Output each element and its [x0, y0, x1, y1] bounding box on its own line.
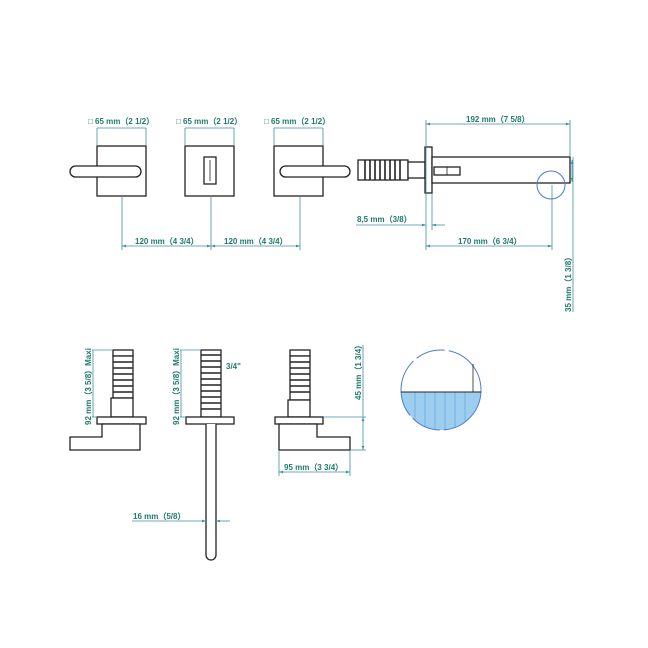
right-handle-top-view: [273, 145, 351, 197]
spout-side-view: [357, 146, 571, 200]
plate-left-dimension: □ 65 mm（2 1/2）: [88, 116, 154, 126]
spout-dimensions: 192 mm（7 5/8） 8,5 mm（3/8） 170 mm（6 3/4） …: [356, 114, 574, 312]
spout-outlet-detail: [400, 349, 482, 431]
center-spout-plate-top-view: [184, 145, 235, 197]
spout-body-side-view: [185, 349, 235, 561]
rod-diameter-dimension: 16 mm（5/8）: [133, 511, 185, 521]
right-handle-side-view: [274, 349, 351, 451]
right-height-dimension: 45 mm（1 3/4）: [353, 341, 363, 400]
left-handle-side-view: [69, 349, 147, 451]
flange-thickness-dimension: 8,5 mm（3/8）: [357, 214, 412, 224]
spout-length-dimension: 192 mm（7 5/8）: [466, 114, 530, 124]
spout-projection-dimension: 170 mm（6 3/4）: [458, 236, 522, 246]
spacing-right-dimension: 120 mm（4 3/4）: [224, 236, 288, 246]
center-depth-dimension: 92 mm（3 5/8）Maxi: [171, 348, 181, 425]
thread-size-label: 3/4": [226, 362, 241, 371]
left-depth-dimension: 92 mm（3 5/8）Maxi: [83, 348, 93, 425]
top-dimensions: □ 65 mm（2 1/2） □ 65 mm（2 1/2） □ 65 mm（2 …: [88, 116, 330, 250]
spacing-left-dimension: 120 mm（4 3/4）: [135, 236, 199, 246]
plate-right-dimension: □ 65 mm（2 1/2）: [264, 116, 330, 126]
spout-height-dimension: 35 mm（1 3/8）: [563, 253, 573, 312]
left-handle-top-view: [69, 145, 147, 197]
plate-center-dimension: □ 65 mm（2 1/2）: [176, 116, 242, 126]
side-dimensions: 92 mm（3 5/8）Maxi 92 mm（3 5/8）Maxi 3/4" 1…: [83, 341, 366, 523]
right-width-dimension: 95 mm（3 3/4）: [284, 462, 343, 472]
